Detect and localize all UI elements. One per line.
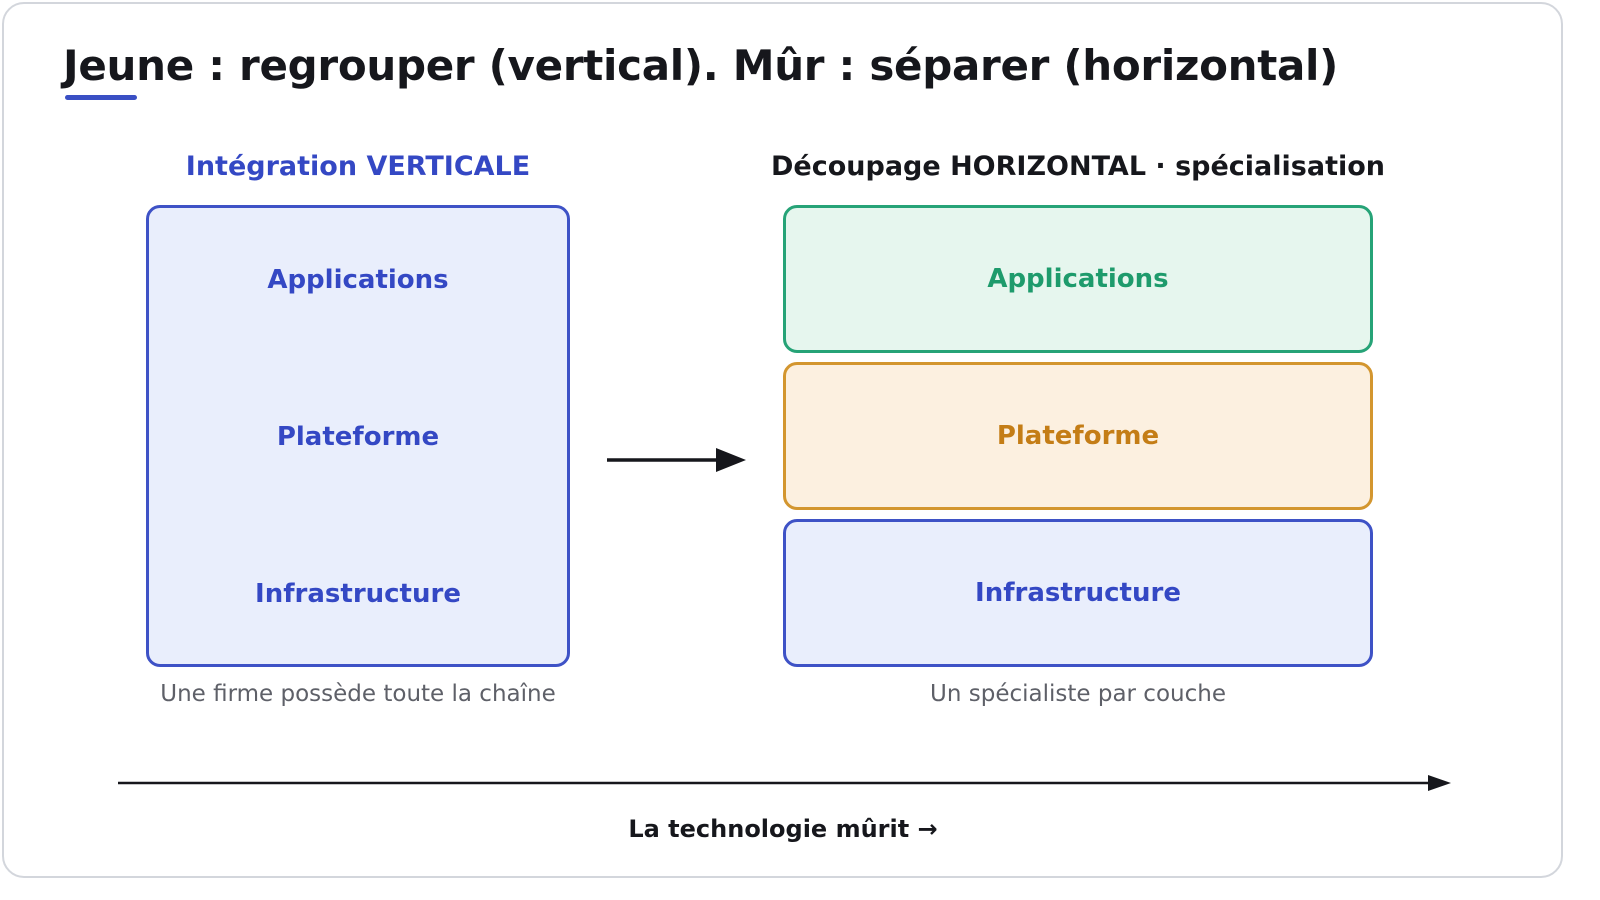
transition-arrow xyxy=(607,448,746,472)
horizontal-layer-applications-label: Applications xyxy=(987,264,1169,294)
horizontal-caption: Un spécialiste par couche xyxy=(930,681,1226,707)
timeline-arrow xyxy=(118,775,1451,791)
horizontal-heading: Découpage HORIZONTAL · spécialisation xyxy=(771,151,1385,182)
vertical-heading: Intégration VERTICALE xyxy=(185,151,531,182)
vertical-caption: Une firme possède toute la chaîne xyxy=(160,681,556,707)
horizontal-layer-platform: Plateforme xyxy=(783,362,1373,510)
horizontal-layer-applications: Applications xyxy=(783,205,1373,353)
vertical-layer-infrastructure: Infrastructure xyxy=(255,579,461,609)
title-underline xyxy=(65,95,137,100)
timeline-label: La technologie mûrit → xyxy=(628,815,938,843)
horizontal-layer-infrastructure-label: Infrastructure xyxy=(975,578,1181,608)
vertical-layer-applications: Applications xyxy=(267,265,449,295)
vertical-layer-platform: Plateforme xyxy=(276,422,440,452)
vertical-integration-box: Applications Plateforme Infrastructure xyxy=(146,205,570,667)
horizontal-layer-platform-label: Plateforme xyxy=(996,421,1160,451)
page-title: Jeune : regrouper (vertical). Mûr : sépa… xyxy=(63,41,1339,90)
horizontal-layer-infrastructure: Infrastructure xyxy=(783,519,1373,667)
